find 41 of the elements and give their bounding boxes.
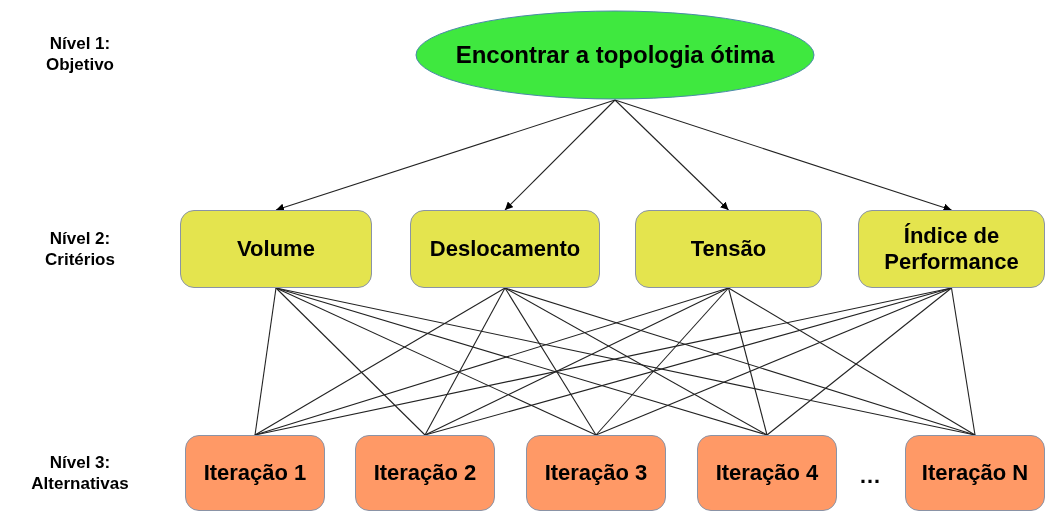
connector-line — [595, 287, 730, 436]
node-text: Iteração 4 — [715, 459, 819, 487]
connector-line — [424, 287, 730, 436]
node-text: Iteração N — [921, 459, 1029, 487]
connector-line — [950, 287, 976, 436]
node-text: Deslocamento — [429, 235, 581, 263]
connector-line — [254, 287, 506, 436]
connector-line — [275, 287, 426, 436]
level-label: Nível 2: Critérios — [44, 228, 116, 271]
node-text: Encontrar a topologia ótima — [455, 41, 775, 69]
node-text: Iteração 1 — [203, 459, 307, 487]
arrow — [614, 99, 730, 211]
ellipsis: … — [858, 462, 882, 490]
alternative-box — [905, 435, 1045, 511]
level-label: Nível 3: Alternativas — [30, 452, 130, 495]
alternative-box — [185, 435, 325, 511]
criterion-box — [410, 210, 600, 288]
alternative-box — [355, 435, 495, 511]
goal-ellipse — [415, 10, 815, 100]
connector-line — [727, 287, 976, 436]
node-text: Índice de Performance — [883, 222, 1020, 276]
connector-line — [504, 287, 597, 436]
node-text: Iteração 3 — [544, 459, 648, 487]
node-text: Tensão — [690, 235, 767, 263]
connector-line — [766, 287, 953, 436]
criterion-box — [858, 210, 1045, 288]
node-text: Volume — [237, 235, 315, 263]
criterion-box — [180, 210, 372, 288]
connector-line — [504, 287, 768, 436]
connector-line — [424, 287, 506, 436]
level-label: Nível 1: Objetivo — [45, 33, 115, 76]
connector-line — [727, 287, 768, 436]
alternative-box — [526, 435, 666, 511]
connector-line — [254, 287, 277, 436]
arrow — [504, 99, 616, 211]
criterion-box — [635, 210, 822, 288]
arrow — [275, 99, 616, 212]
alternative-box — [697, 435, 837, 511]
arrow — [614, 99, 953, 212]
node-text: Iteração 2 — [373, 459, 477, 487]
connector-line — [275, 287, 597, 436]
